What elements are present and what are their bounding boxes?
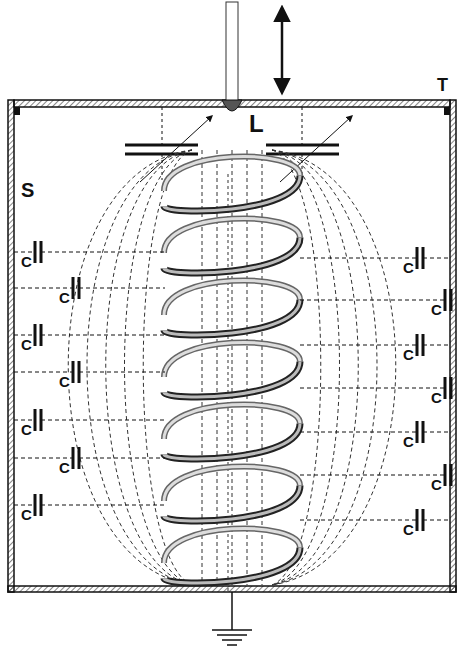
capacitance-label: C [402, 260, 415, 275]
ground-symbol [212, 592, 252, 645]
capacitance-label: C [58, 460, 71, 475]
field-lines [68, 150, 396, 585]
capacitance-label: C [20, 422, 33, 437]
coil-label: L [248, 112, 265, 136]
capacitance-label: C [402, 522, 415, 537]
movement-arrow [281, 8, 284, 92]
capacitance-label: C [20, 507, 33, 522]
capacitance-label: C [430, 390, 443, 405]
capacitance-label: C [58, 290, 71, 305]
capacitance-label: C [20, 337, 33, 352]
capacitance-label: C [20, 254, 33, 269]
top-plate-label: T [436, 76, 449, 94]
shield-can [8, 100, 456, 592]
capacitance-label: C [430, 302, 443, 317]
shield-label: S [20, 180, 35, 200]
trimmer-capacitors [125, 107, 352, 182]
capacitance-label: C [430, 477, 443, 492]
coil-windings [164, 156, 300, 592]
distributed-capacitance [14, 241, 451, 531]
capacitance-label: C [402, 434, 415, 449]
capacitance-label: C [58, 374, 71, 389]
adjusting-screw [222, 2, 242, 111]
capacitance-label: C [402, 347, 415, 362]
